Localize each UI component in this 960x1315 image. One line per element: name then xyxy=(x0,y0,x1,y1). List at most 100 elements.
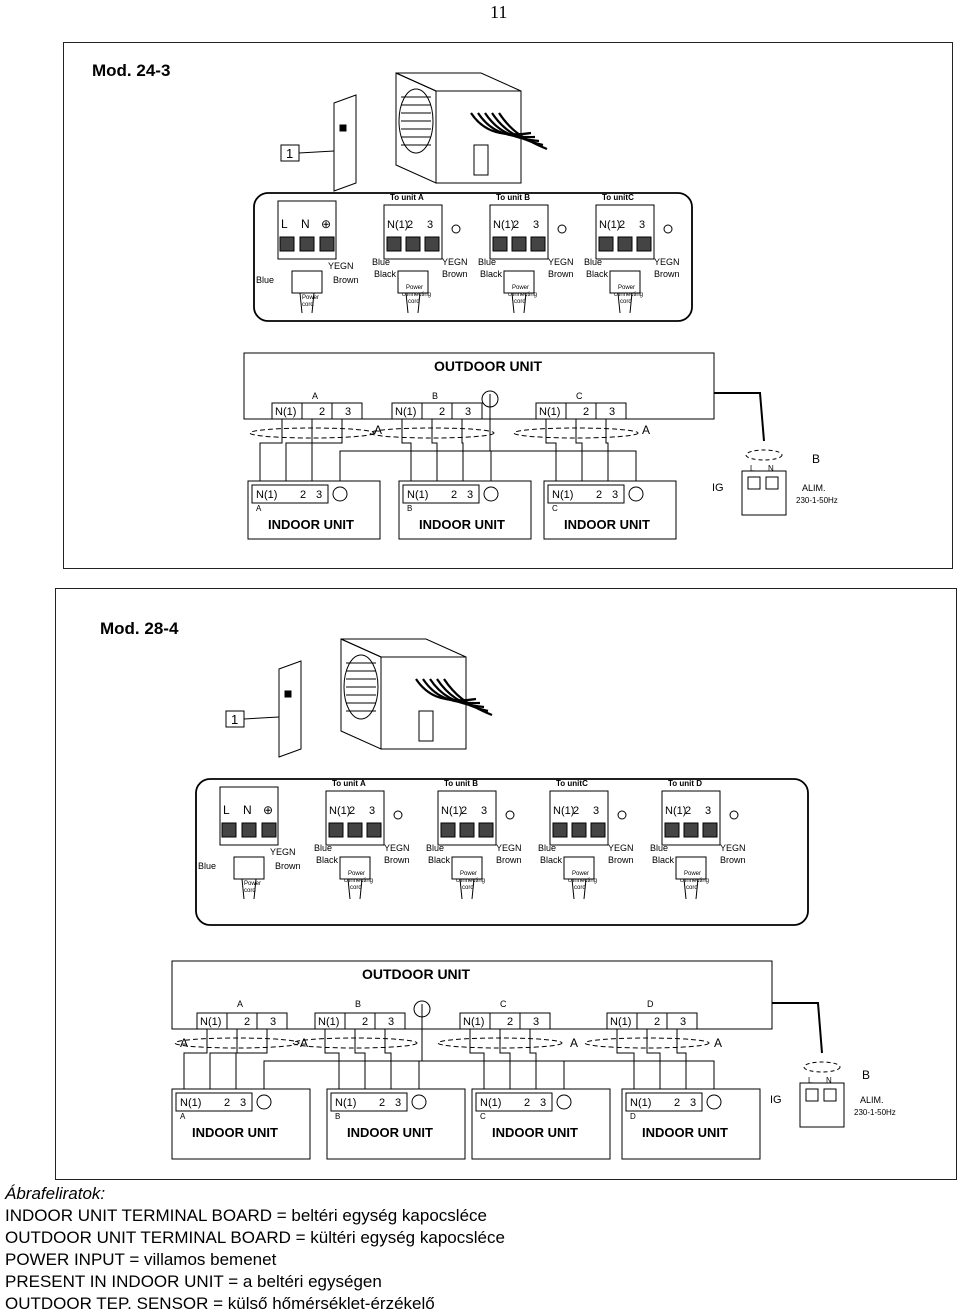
terminal-label: 2 xyxy=(319,406,325,418)
terminal-label: N(1) xyxy=(335,1097,356,1109)
terminal-label: N(1) xyxy=(387,219,408,231)
terminal-label: N xyxy=(301,217,310,231)
terminal-label: N(1) xyxy=(329,805,350,817)
terminal-screw xyxy=(478,822,494,838)
terminal-strip xyxy=(402,484,480,504)
switch-label-l: L xyxy=(808,1076,813,1085)
terminal-screw xyxy=(530,236,546,252)
ground-icon xyxy=(617,810,627,820)
terminal-label: 3 xyxy=(705,805,711,817)
ground-icon xyxy=(628,486,644,502)
terminal-strip xyxy=(535,402,627,420)
cord-line xyxy=(347,878,351,900)
wire-label-brown: Brown xyxy=(548,269,574,279)
wire-label-blue: Blue xyxy=(584,257,602,267)
ground-wire xyxy=(489,405,637,481)
alim-label: ALIM. xyxy=(860,1095,884,1105)
ground-icon xyxy=(557,224,567,234)
fan-grille xyxy=(398,88,434,154)
unit-letter: B xyxy=(335,1112,340,1121)
wire-label-yegn: YEGN xyxy=(328,261,354,271)
connection-wire xyxy=(401,419,412,481)
wire-label-blue: Blue xyxy=(256,275,274,285)
terminal-frame xyxy=(219,786,279,846)
terminal-frame xyxy=(489,204,549,260)
indoor-unit-box xyxy=(543,480,677,540)
terminal-label: 3 xyxy=(690,1097,696,1109)
main-switch xyxy=(799,1082,845,1128)
cable-sheath xyxy=(513,427,639,439)
caption-line: PRESENT IN INDOOR UNIT = a beltéri egysé… xyxy=(5,1272,382,1291)
terminal-label: 3 xyxy=(467,489,473,501)
unit-letter: A xyxy=(256,504,262,513)
ig-label: IG xyxy=(770,1094,782,1106)
terminal-screw xyxy=(221,822,237,838)
terminal-label: N(1) xyxy=(275,406,296,418)
unit-letter: C xyxy=(552,504,558,513)
indoor-unit-box xyxy=(326,1088,466,1160)
wire-label-blue: Blue xyxy=(650,843,668,853)
connection-wire xyxy=(183,1029,208,1089)
wire-label-yegn: YEGN xyxy=(548,257,574,267)
unit-terminal-label: To unit B xyxy=(496,193,530,202)
cord-label: cord xyxy=(350,885,362,891)
ground-icon xyxy=(483,486,499,502)
indoor-unit-box xyxy=(247,480,381,540)
cord-label: Power xyxy=(684,871,701,877)
terminal-label: 2 xyxy=(524,1097,530,1109)
outdoor-unit-illustration: 1 xyxy=(280,72,548,192)
wire-bundle xyxy=(470,112,532,136)
indoor-unit-name: INDOOR UNIT xyxy=(268,517,354,532)
cord-clamp xyxy=(397,270,429,294)
cord-label: Power xyxy=(348,871,365,877)
cable-sheath xyxy=(249,427,375,439)
unit-letter: B xyxy=(407,504,412,513)
switch-pole xyxy=(805,1088,819,1102)
wire-label-blue: Blue xyxy=(314,843,332,853)
connection-wire xyxy=(575,419,583,481)
terminal-frame xyxy=(661,790,721,846)
wire-bundle xyxy=(443,678,493,717)
wire-label-brown: Brown xyxy=(720,855,746,865)
cord-clamp xyxy=(503,270,535,294)
terminal-label: 2 xyxy=(379,1097,385,1109)
alim-label: ALIM. xyxy=(802,483,826,493)
cord-line xyxy=(629,292,633,314)
connection-wire xyxy=(384,1029,392,1089)
callout-leader xyxy=(243,716,280,720)
terminal-screw xyxy=(636,236,652,252)
terminal-frame xyxy=(549,790,609,846)
cord-line xyxy=(359,878,363,900)
cord-line xyxy=(695,878,699,900)
ground-wire xyxy=(263,1015,423,1089)
terminal-label: N(1) xyxy=(610,1016,631,1028)
cord-label: Power xyxy=(406,285,423,291)
cord-label: Power xyxy=(512,285,529,291)
terminal-label: N(1) xyxy=(180,1097,201,1109)
caption-line: POWER INPUT = villamos bemenet xyxy=(5,1250,277,1269)
outdoor-unit-label: OUTDOOR UNIT xyxy=(362,966,471,982)
cord-label: cord xyxy=(302,302,314,308)
terminal-label: N(1) xyxy=(480,1097,501,1109)
ground-icon xyxy=(256,1094,272,1110)
cord-label: Power xyxy=(618,285,635,291)
terminal-screw xyxy=(440,822,456,838)
cord-label: connecting xyxy=(508,292,537,298)
terminal-label: 2 xyxy=(224,1097,230,1109)
cord-line xyxy=(583,878,587,900)
wire-bundle xyxy=(422,678,481,705)
terminal-screw xyxy=(366,822,382,838)
wire-bundle xyxy=(477,112,536,139)
connection-wire xyxy=(461,419,464,481)
terminal-screw xyxy=(492,236,508,252)
ground-icon xyxy=(411,1094,427,1110)
wire-label-yegn: YEGN xyxy=(442,257,468,267)
cord-clamp xyxy=(563,856,595,880)
indoor-unit-box xyxy=(171,1088,311,1160)
indoor-unit-box xyxy=(471,1088,611,1160)
